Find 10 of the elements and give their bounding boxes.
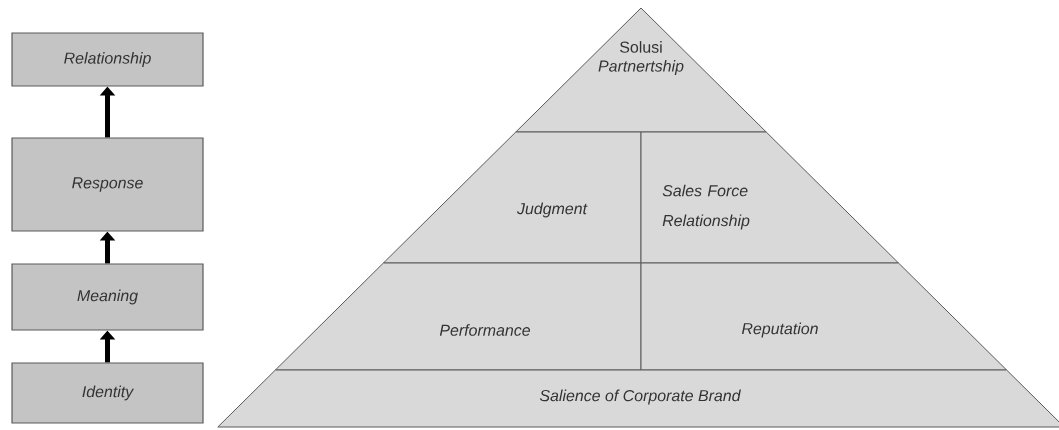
pyramid-tier: Judgment	[382, 131, 642, 264]
pyramid-tier: Sales Force Relationship	[640, 131, 899, 264]
level-box: Meaning	[11, 263, 204, 331]
level-box: Response	[11, 137, 204, 232]
pyramid-tier: Salience of Corporate Brand	[217, 369, 1059, 428]
pyramid-tier: Solusi Partnertship	[515, 7, 767, 133]
pyramid-tier: Reputation	[640, 262, 1008, 371]
level-box: Identity	[11, 362, 204, 424]
level-box: Relationship	[11, 32, 204, 87]
pyramid-tier: Performance	[274, 262, 642, 371]
